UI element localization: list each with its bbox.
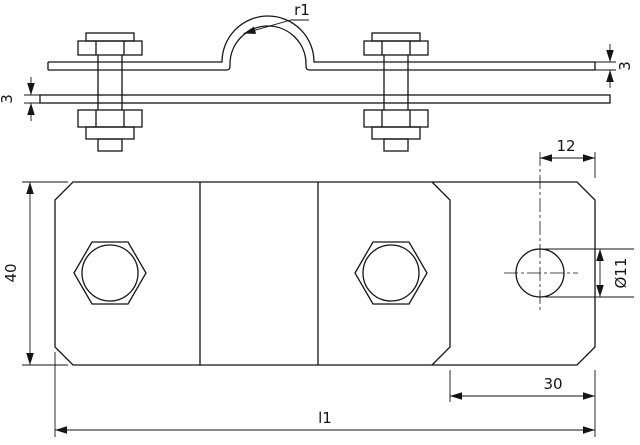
hole-offset-dimension: 12 [540,137,596,178]
thickness-dimension-left: 3 [0,77,40,121]
upper-strap-top-edge [48,15,595,63]
radius-label: r1 [294,1,310,19]
lower-strap [39,94,611,104]
left-hexagon [73,241,147,305]
overall-length-label: l1 [318,409,332,427]
thickness-left-label: 3 [0,94,16,104]
overall-length-dimension: l1 [54,352,595,437]
right-bolt-head-plan [354,241,428,305]
upper-strap [47,15,596,71]
upper-strap-end-caps [47,62,596,70]
end-section-dimension: 30 [449,370,596,437]
radius-leader-line [243,19,309,34]
plate-width-label: 40 [2,263,20,282]
right-bolt [363,32,429,152]
upper-strap-bottom-edge [48,25,595,71]
left-bolt-head-plan [73,241,147,305]
extension-lines [449,370,596,437]
thickness-right-label: 3 [616,61,634,71]
end-section-label: 30 [543,375,562,393]
extension-lines [595,61,616,71]
clamp-plate-outline [54,181,596,366]
extension-lines [22,181,68,366]
plate-width-dimension: 40 [2,181,68,366]
side-view [39,15,611,152]
loop-bend-lines [199,182,319,365]
upper-plate-end-edge [431,181,451,366]
radius-dimension: r1 [243,1,310,34]
extension-lines [24,94,40,104]
left-hex-chamfer-circle [81,244,139,302]
right-hexagon [354,241,428,305]
thickness-dimension-right: 3 [595,44,634,88]
plan-view [54,181,596,366]
left-bolt [77,32,143,152]
hole-diameter-dimension: Ø11 [545,248,634,298]
hole-diameter-label: Ø11 [612,258,630,289]
extension-lines [545,248,634,298]
right-hex-chamfer-circle [362,244,420,302]
hole-offset-label: 12 [556,137,575,155]
